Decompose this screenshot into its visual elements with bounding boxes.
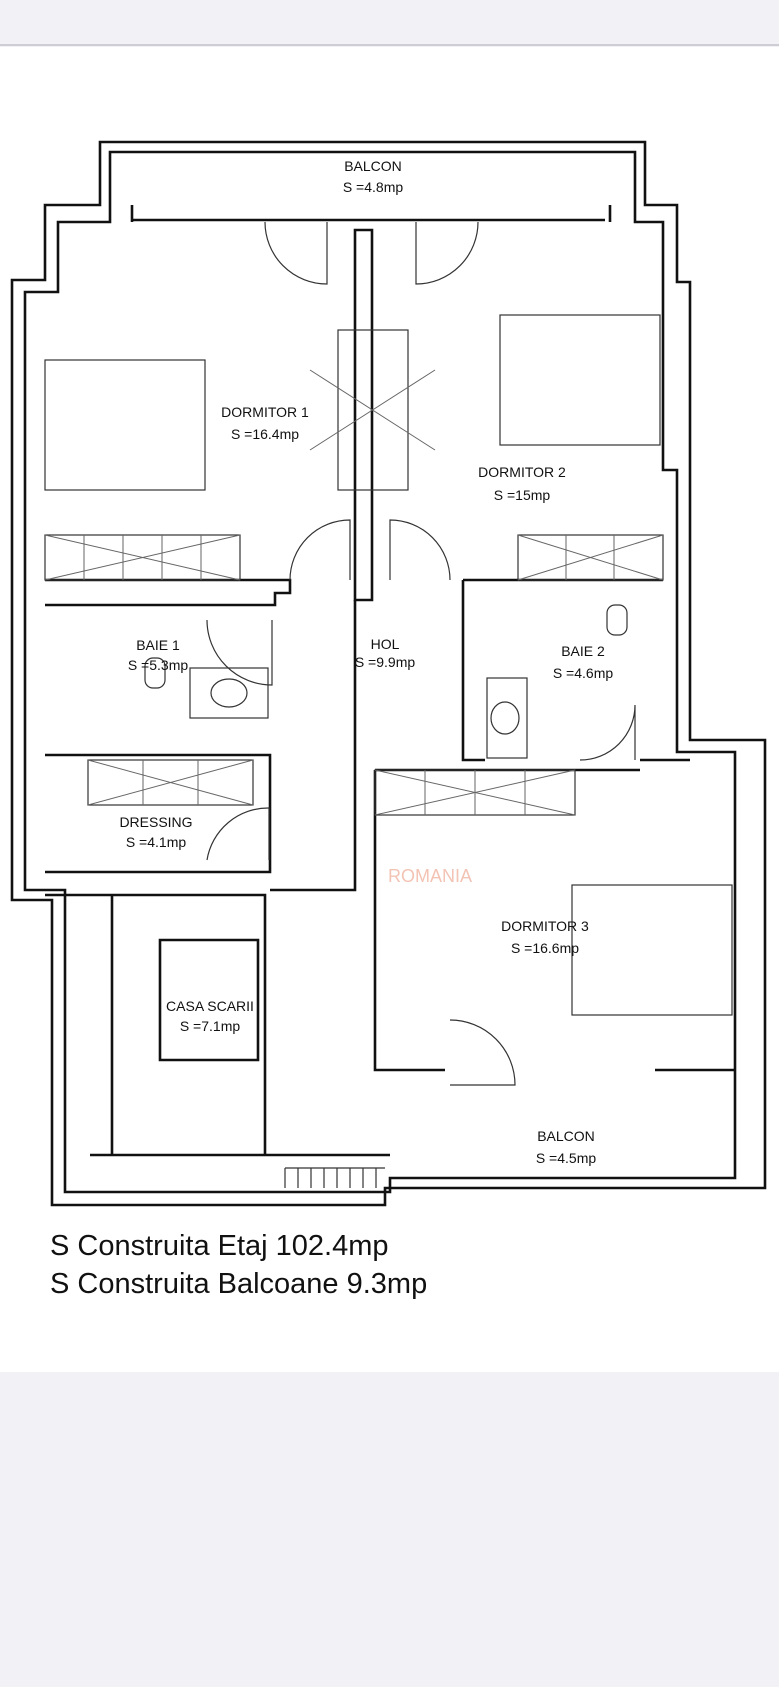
room-name-balcon-bottom: BALCON [537, 1128, 595, 1144]
room-area-baie1: S =5.3mp [128, 657, 189, 673]
built-area-floor: S Construita Etaj 102.4mp [50, 1230, 389, 1262]
wardrobe-dressing [87, 759, 254, 806]
room-area-dormitor2: S =15mp [494, 487, 551, 503]
floor-plan-sheet [0, 47, 779, 1372]
room-name-baie2: BAIE 2 [561, 643, 605, 659]
room-area-baie2: S =4.6mp [553, 665, 614, 681]
interior-walls [45, 218, 735, 1157]
room-area-dormitor1: S =16.4mp [231, 426, 299, 442]
watermark: ROMANIA [388, 866, 472, 886]
room-name-dormitor1: DORMITOR 1 [221, 404, 309, 420]
room-name-hol: HOL [371, 636, 400, 652]
sink-baie2 [486, 677, 528, 759]
room-name-dormitor3: DORMITOR 3 [501, 918, 589, 934]
toilet-baie2 [606, 604, 628, 636]
bed-dormitor2 [499, 314, 661, 446]
room-area-dormitor3: S =16.6mp [511, 940, 579, 956]
room-name-casa-scarii: CASA SCARII [166, 998, 254, 1014]
room-area-balcon-top: S =4.8mp [343, 179, 404, 195]
room-area-hol: S =9.9mp [355, 654, 416, 670]
exterior-walls [10, 140, 767, 1207]
skylight [337, 329, 409, 491]
bed-dormitor1 [44, 359, 206, 491]
wardrobe-dormitor1 [44, 534, 241, 581]
furniture [44, 314, 733, 1016]
room-area-casa-scarii: S =7.1mp [180, 1018, 241, 1034]
bed-dormitor3 [571, 884, 733, 1016]
room-name-balcon-top: BALCON [344, 158, 402, 174]
wardrobe-dormitor2 [517, 534, 664, 581]
room-area-dressing: S =4.1mp [126, 834, 187, 850]
balcony-railing [284, 1167, 385, 1188]
room-name-dressing: DRESSING [119, 814, 192, 830]
room-area-balcon-bottom: S =4.5mp [536, 1150, 597, 1166]
toilet-baie1 [144, 657, 166, 689]
built-area-balconies: S Construita Balcoane 9.3mp [50, 1268, 428, 1300]
top-bar [0, 0, 779, 46]
room-name-baie1: BAIE 1 [136, 637, 180, 653]
room-name-dormitor2: DORMITOR 2 [478, 464, 566, 480]
sink-baie1 [189, 667, 269, 719]
doors [206, 221, 636, 1086]
